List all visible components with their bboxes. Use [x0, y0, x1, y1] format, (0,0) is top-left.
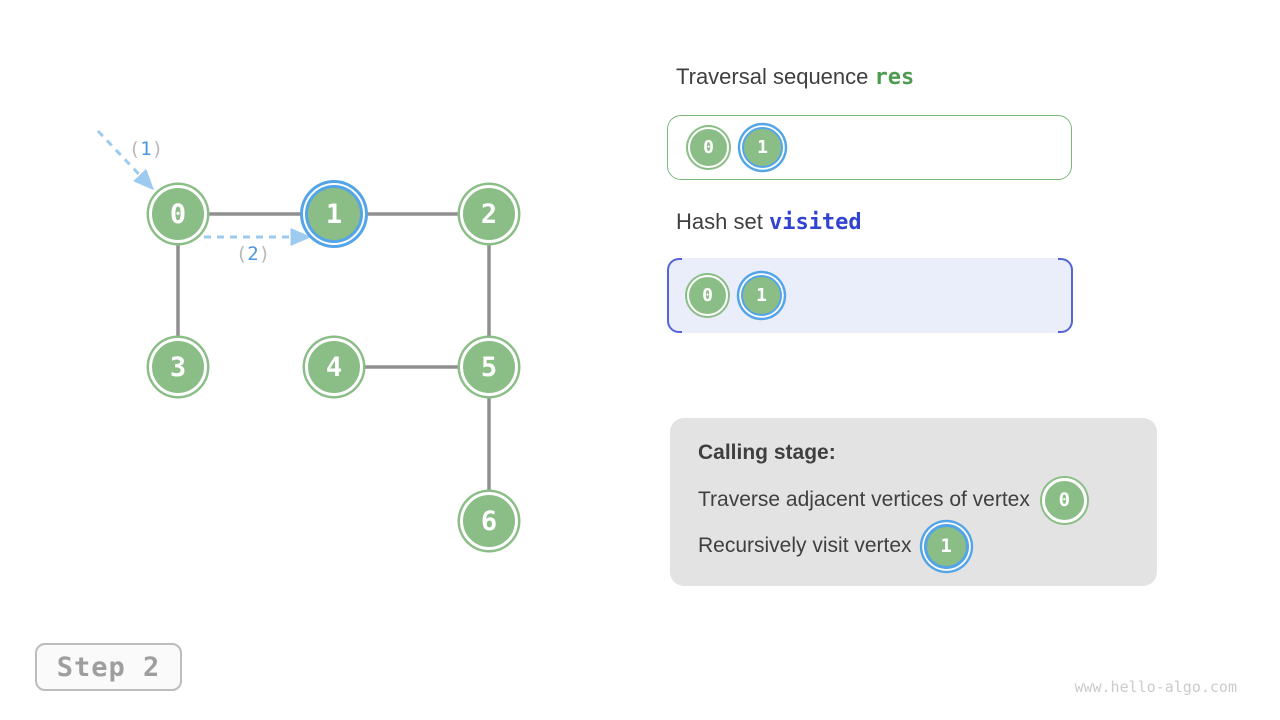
arrow-order-label-2: (2)	[235, 243, 271, 265]
arrow-order-label-1: (1)	[128, 138, 164, 160]
graph-node-5: 5	[460, 338, 518, 396]
calling-line-1-text: Traverse adjacent vertices of vertex	[698, 488, 1030, 511]
visited-title: Hash set visited	[676, 209, 862, 235]
visited-code-label: visited	[768, 210, 862, 235]
step-badge: Step 2	[35, 643, 182, 691]
calling-stage-title: Calling stage:	[698, 441, 836, 464]
calling-line-2: Recursively visit vertex 1	[698, 523, 1129, 569]
visited-title-text: Hash set	[676, 209, 763, 234]
res-item-1: 1	[742, 127, 783, 168]
visited-item-1: 1	[741, 275, 782, 316]
calling-line-2-text: Recursively visit vertex	[698, 534, 912, 557]
graph-node-6: 6	[460, 492, 518, 550]
hash-set-box: 0 1	[667, 258, 1073, 333]
calling-line-1-node: 0	[1041, 477, 1087, 523]
calling-line-1: Traverse adjacent vertices of vertex 0	[698, 477, 1129, 523]
watermark: www.hello-algo.com	[1074, 678, 1237, 696]
graph-node-2: 2	[460, 185, 518, 243]
graph-node-1: 1	[305, 185, 363, 243]
visited-item-0: 0	[687, 275, 728, 316]
graph-area: (1) (2) 0 1 2 3 4 5 6	[96, 129, 518, 550]
res-code-label: res	[874, 65, 915, 90]
graph-node-3: 3	[149, 338, 207, 396]
traversal-sequence-box: 0 1	[667, 115, 1072, 180]
graph-node-0: 0	[149, 185, 207, 243]
res-title: Traversal sequence res	[676, 64, 914, 90]
res-item-0: 0	[688, 127, 729, 168]
graph-node-4: 4	[305, 338, 363, 396]
calling-line-2-node: 1	[923, 523, 969, 569]
res-title-text: Traversal sequence	[676, 64, 869, 89]
calling-stage-box: Calling stage: Traverse adjacent vertice…	[670, 418, 1157, 586]
